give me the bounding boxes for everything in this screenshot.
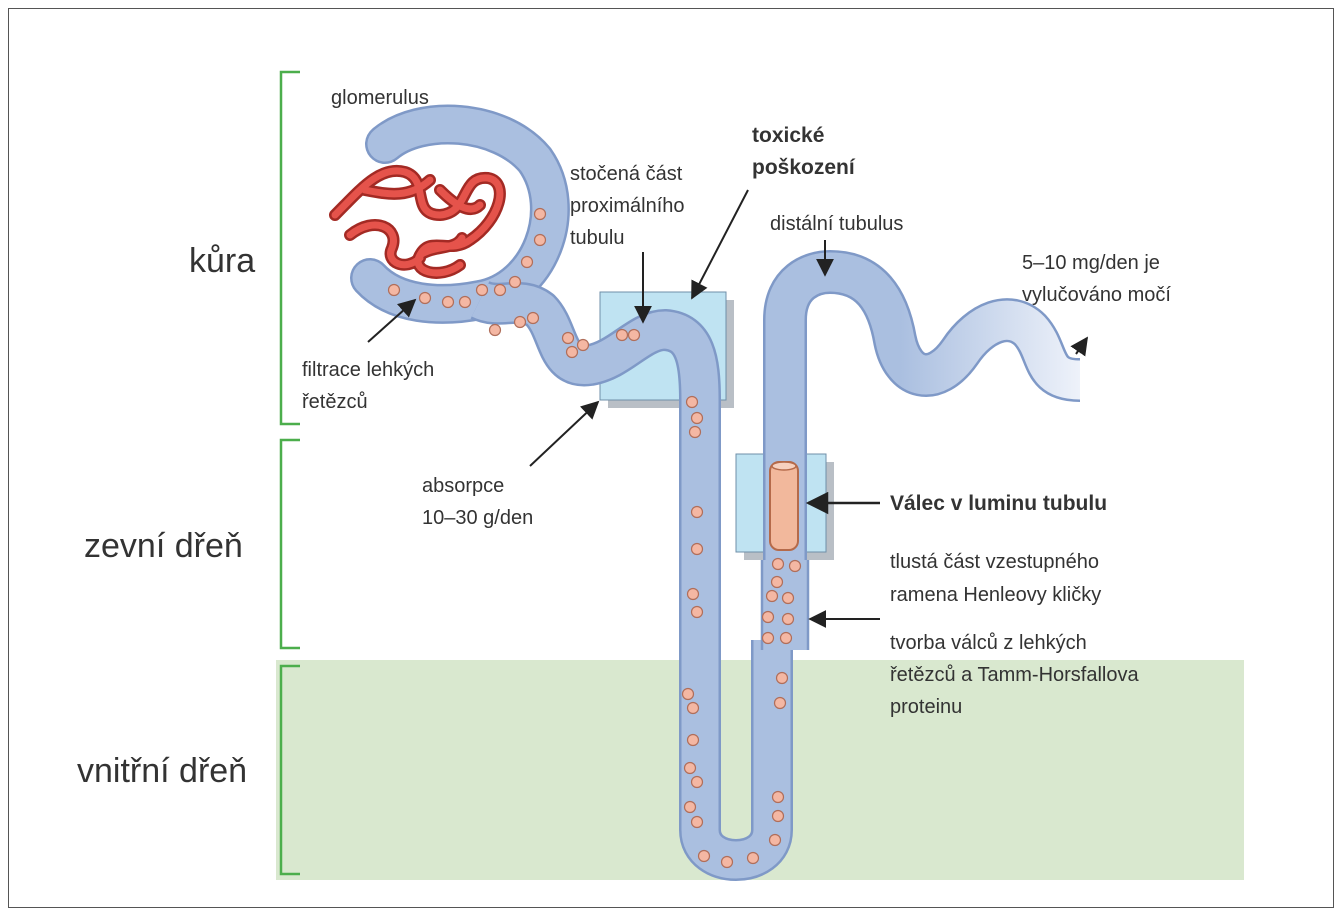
light-chain-particle	[535, 235, 546, 246]
light-chain-particle	[748, 853, 759, 864]
light-chain-particle	[389, 285, 400, 296]
light-chain-particle	[443, 297, 454, 308]
tubular-cast	[770, 462, 798, 550]
label-glomerulus: glomerulus	[331, 87, 429, 109]
light-chain-particle	[567, 347, 578, 358]
bowman-capsule	[370, 124, 550, 303]
light-chain-particle	[687, 397, 698, 408]
light-chain-particle	[477, 285, 488, 296]
light-chain-particle	[563, 333, 574, 344]
label-absorption: absorpce 10–30 g/den	[422, 475, 533, 529]
light-chain-particle	[685, 763, 696, 774]
light-chain-particle	[629, 330, 640, 341]
light-chain-particle	[692, 507, 703, 518]
light-chain-particle	[763, 633, 774, 644]
arrow-excretion	[1076, 338, 1087, 354]
light-chain-particle	[692, 413, 703, 424]
light-chain-particle	[690, 427, 701, 438]
light-chain-particle	[420, 293, 431, 304]
light-chain-particle	[522, 257, 533, 268]
light-chain-particle	[692, 817, 703, 828]
light-chain-particle	[781, 633, 792, 644]
light-chain-particle	[692, 544, 703, 555]
zone-label-outer-medulla: zevní dřeň	[84, 527, 243, 565]
glomerulus-tuft	[335, 171, 500, 273]
light-chain-particle	[763, 612, 774, 623]
light-chain-particle	[578, 340, 589, 351]
light-chain-particle	[685, 802, 696, 813]
light-chain-particle	[770, 835, 781, 846]
outer-medulla-bracket	[281, 440, 300, 648]
light-chain-particle	[528, 313, 539, 324]
zone-label-inner-medulla: vnitřní dřeň	[77, 752, 247, 790]
light-chain-particle	[692, 777, 703, 788]
light-chain-particle	[722, 857, 733, 868]
light-chain-particle	[460, 297, 471, 308]
label-thick-limb: tlustá část vzestupného ramena Henleovy …	[890, 551, 1105, 606]
label-proximal-tubule: stočená část proximálního tubulu	[570, 163, 690, 249]
light-chain-particle	[790, 561, 801, 572]
light-chain-particle	[688, 735, 699, 746]
light-chain-particle	[767, 591, 778, 602]
cortex-bracket	[281, 72, 300, 424]
label-excretion: 5–10 mg/den je vylučováno močí	[1022, 252, 1171, 306]
light-chain-particle	[773, 811, 784, 822]
label-toxic-damage: toxické poškození	[752, 124, 856, 179]
arrow-toxic	[692, 190, 748, 298]
light-chain-particle	[535, 209, 546, 220]
light-chain-particle	[773, 792, 784, 803]
light-chain-particle	[515, 317, 526, 328]
light-chain-particle	[692, 607, 703, 618]
light-chain-particle	[773, 559, 784, 570]
light-chain-particle	[688, 589, 699, 600]
light-chain-particle	[617, 330, 628, 341]
label-filtration: filtrace lehkých řetězců	[302, 359, 440, 413]
light-chain-particle	[495, 285, 506, 296]
light-chain-particle	[510, 277, 521, 288]
light-chain-particle	[775, 698, 786, 709]
zone-label-cortex: kůra	[189, 242, 255, 280]
light-chain-particle	[783, 614, 794, 625]
arrow-absorption	[530, 402, 598, 466]
light-chain-particle	[688, 703, 699, 714]
light-chain-particle	[683, 689, 694, 700]
light-chain-particle	[699, 851, 710, 862]
light-chain-particle	[772, 577, 783, 588]
label-distal-tubulus: distální tubulus	[770, 213, 903, 235]
light-chain-particle	[490, 325, 501, 336]
label-cast-in-lumen: Válec v luminu tubulu	[890, 492, 1107, 515]
light-chain-particle	[783, 593, 794, 604]
light-chain-particle	[777, 673, 788, 684]
